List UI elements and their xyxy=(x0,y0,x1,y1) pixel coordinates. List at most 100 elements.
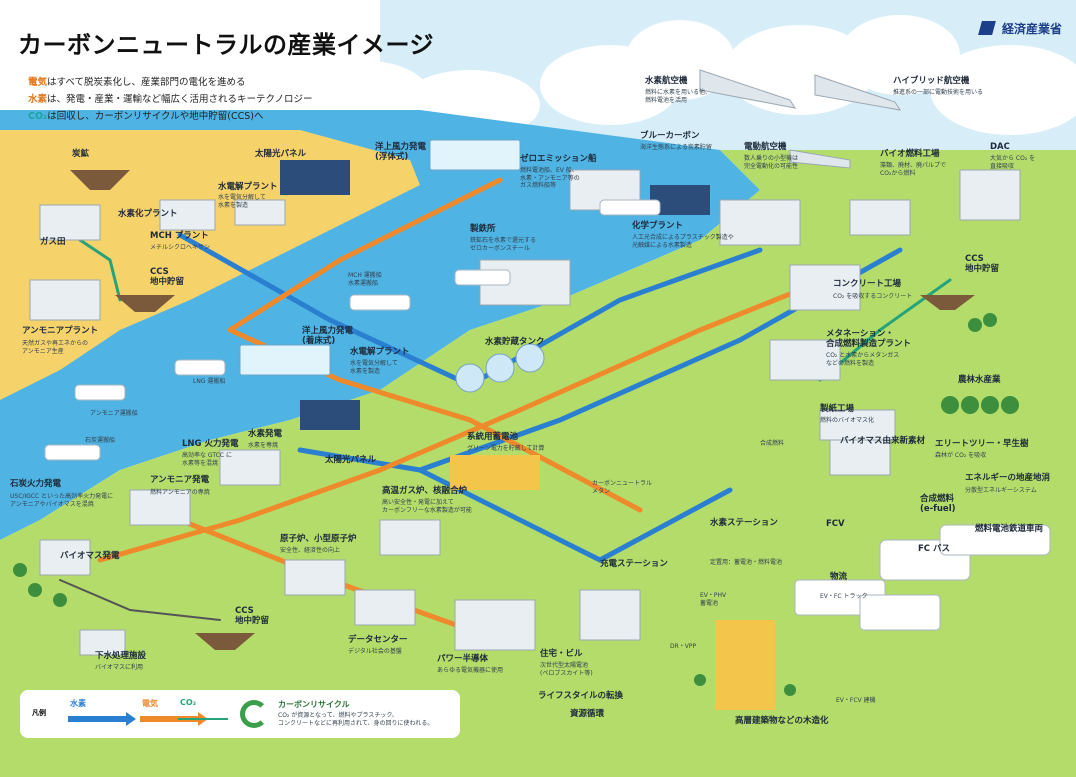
label-h2-station: 水素ステーション xyxy=(710,518,778,528)
label-datacenter: データセンター xyxy=(348,635,408,645)
label-electrolysis-top: 水電解プラント xyxy=(218,182,278,192)
label-steel-sub: 鉄鉱石を水素で還元する ゼロカーボンスチール xyxy=(470,237,537,252)
logo-icon xyxy=(977,21,996,35)
electricity-arrow-icon xyxy=(140,716,200,722)
co2-arrow-icon xyxy=(178,718,228,720)
resource-land xyxy=(0,130,420,400)
label-ammonia-plant-sub: 天然ガスや再エネからの アンモニア生産 xyxy=(22,340,89,355)
aircraft xyxy=(699,69,902,169)
label-solar-mid: 太陽光パネル xyxy=(325,455,377,465)
label-housing-sub: 次世代型太陽電池 (ペロブスカイト等) xyxy=(540,662,593,677)
label-fc-bus: FC バス xyxy=(918,544,951,554)
label-biofuel: バイオ燃料工場 xyxy=(880,149,940,159)
label-paper-mill: 製紙工場 xyxy=(820,404,855,414)
label-ccs-top: CCS 地中貯留 xyxy=(150,267,185,287)
hydrogen-arrow-head xyxy=(126,712,136,726)
label-h2-aircraft: 水素航空機 xyxy=(645,76,688,86)
label-ammonia-plant: アンモニアプラント xyxy=(22,326,99,336)
label-charging: 充電ステーション xyxy=(600,559,668,569)
label-ev-fc-truck: EV・FC トラック xyxy=(820,593,868,600)
label-dac-sub: 大気から CO₂ を 直接吸収 xyxy=(990,155,1036,170)
label-nuclear-sub: 安全性、経済性の向上 xyxy=(280,547,341,554)
intro-text-1: はすべて脱炭素化し、産業部門の電化を進める xyxy=(47,77,246,88)
label-ammonia-power: アンモニア発電 xyxy=(150,475,210,485)
label-hybrid-aircraft: ハイブリッド航空機 xyxy=(893,76,970,86)
label-gas-field: ガス田 xyxy=(40,237,66,247)
h2-tanks xyxy=(455,343,545,393)
intro-text-3: は回収し、カーボンリサイクルや地中貯留(CCS)へ xyxy=(47,111,264,122)
label-lifestyle: ライフスタイルの転換 xyxy=(538,691,624,701)
legend-recycle-title: カーボンリサイクル xyxy=(278,700,350,709)
label-cn-methane-line: カーボンニュートラル メタン xyxy=(592,480,653,495)
label-coal-power: 石炭火力発電 xyxy=(10,479,62,489)
label-power-semi-sub: あらゆる電気機器に使用 xyxy=(437,667,504,674)
label-ev-phv: EV・PHV 蓄電池 xyxy=(700,592,727,607)
label-h2-aircraft-sub: 燃料に水素を用いる他、 燃料電池を活用 xyxy=(645,89,712,104)
label-coal-power-sub: USC/IGCC といった高効率火力発電に アンモニアやバイオマスを混焼 xyxy=(10,493,114,508)
intro-line-2: 水素は、発電・産業・運輸など幅広く活用されるキーテクノロジー xyxy=(28,94,313,106)
battery-and-tanks xyxy=(450,455,775,710)
page-title: カーボンニュートラルの産業イメージ xyxy=(18,31,435,59)
label-chem-plant-sub: 人工光合成によるプラスチック製造や 光触媒による水素製造 xyxy=(632,234,734,249)
label-h2-tank: 水素貯蔵タンク xyxy=(485,337,545,347)
label-dac: DAC xyxy=(990,142,1010,152)
label-blue-carbon: ブルーカーボン xyxy=(640,131,700,141)
label-biofuel-sub: 藻類、廃材、廃パルプで CO₂から燃料 xyxy=(880,162,947,177)
label-lng-carrier: LNG 運搬船 xyxy=(193,378,226,385)
label-htgr-sub: 高い安全性・発電に加えて カーボンフリーな水素製造が可能 xyxy=(382,499,472,514)
label-chem-plant: 化学プラント xyxy=(632,221,684,231)
label-htgr: 高温ガス炉、核融合炉 xyxy=(382,486,468,496)
intro-text-2: は、発電・産業・運輸など幅広く活用されるキーテクノロジー xyxy=(47,94,313,105)
label-fcv: FCV xyxy=(826,519,845,529)
label-hybrid-aircraft-sub: 推進系の一部に電動技術を用いる xyxy=(893,89,984,96)
label-zero-ship: ゼロエミッション船 xyxy=(520,154,597,164)
label-electrolysis-top-sub: 水を電気分解して 水素を製造 xyxy=(218,194,266,209)
label-lng-power: LNG 火力発電 xyxy=(182,439,239,449)
label-construction: EV・FCV 建機 xyxy=(836,697,876,704)
ccs-pits xyxy=(70,170,975,650)
logo-text: 経済産業省 xyxy=(1001,22,1062,36)
label-biomass-power: バイオマス発電 xyxy=(60,551,120,561)
label-electrolysis-mid-sub: 水を電気分解して 水素を製造 xyxy=(350,360,398,375)
label-coal-carrier: 石炭運搬船 xyxy=(85,437,116,444)
intro-line-1: 電気はすべて脱炭素化し、産業部門の電化を進める xyxy=(28,77,246,89)
label-synthetic-fuel-line: 合成燃料 xyxy=(760,440,785,447)
label-offshore-floating: 洋上風力発電 (浮体式) xyxy=(375,142,427,162)
label-offshore-fixed: 洋上風力発電 (着床式) xyxy=(302,326,354,346)
label-fc-train: 燃料電池鉄道車両 xyxy=(975,524,1044,534)
ministry-logo: 経済産業省 xyxy=(977,20,1062,37)
label-grid-battery: 系統用蓄電池 xyxy=(467,432,519,442)
label-wood-building: 高層建築物などの木造化 xyxy=(735,716,829,726)
label-efuel: 合成燃料 (e-fuel) xyxy=(920,494,956,514)
label-e-aircraft-sub: 数人乗りの小型機は 完全電動化の可能性 xyxy=(744,155,799,170)
intro-line-3: CO₂は回収し、カーボンリサイクルや地中貯留(CCS)へ xyxy=(28,111,264,123)
label-e-aircraft: 電動航空機 xyxy=(744,142,787,152)
trees xyxy=(13,313,1019,696)
label-ccs-bottom: CCS 地中貯留 xyxy=(235,606,270,626)
label-zero-ship-sub: 燃料電池船、EV 船、 水素・アンモニア等の ガス燃料船等 xyxy=(520,167,580,189)
label-datacenter-sub: デジタル社会の基盤 xyxy=(348,648,402,655)
label-steel: 製鉄所 xyxy=(470,224,496,234)
label-dr-vpp: DR・VPP xyxy=(670,643,697,650)
legend-co2-label: CO₂ xyxy=(180,698,197,707)
label-paper-mill-sub: 燃料のバイオマス化 xyxy=(820,417,875,424)
label-housing: 住宅・ビル xyxy=(540,649,583,659)
label-resource-cycle: 資源循環 xyxy=(570,709,605,719)
label-agri: 農林水産業 xyxy=(958,375,1001,385)
facilities xyxy=(29,169,1021,656)
label-sewage-sub: バイオマスに利用 xyxy=(95,664,144,671)
label-stationary: 定置用：蓄電池・燃料電池 xyxy=(710,559,783,566)
label-sewage: 下水処理施設 xyxy=(95,651,147,661)
label-lng-power-sub: 高効率な GTCC に 水素等を混焼 xyxy=(182,452,232,467)
legend-electricity-label: 電気 xyxy=(142,699,158,708)
label-elite-tree: エリートツリー・早生樹 xyxy=(935,439,1029,449)
label-methanation-sub: CO₂ と水素からメタンガス などの燃料を製造 xyxy=(826,352,900,367)
hydrogen-arrow-icon xyxy=(68,716,128,722)
recycle-icon xyxy=(240,700,268,728)
label-biomass-material: バイオマス由来新素材 xyxy=(840,436,926,446)
label-nuclear: 原子炉、小型原子炉 xyxy=(280,534,357,544)
legend-title: 凡例 xyxy=(32,709,46,717)
label-ammonia-carrier: アンモニア運搬船 xyxy=(90,410,138,417)
